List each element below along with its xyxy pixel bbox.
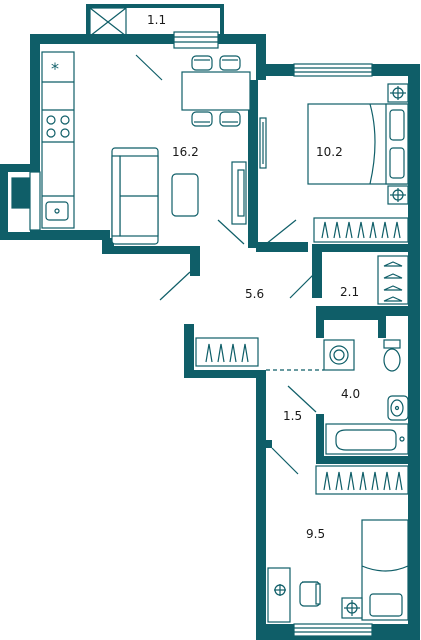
kitchen-left-window (29, 171, 41, 231)
hallway-area-label: 5.6 (245, 287, 264, 301)
bedroom-small-window (293, 623, 373, 637)
corridor: 1.5 (271, 409, 302, 475)
balcony-window (173, 31, 219, 49)
bathroom-door-swing (287, 385, 317, 413)
sofa (111, 147, 159, 245)
coffee-table (171, 173, 199, 217)
bedroom-small-area-label: 9.5 (306, 527, 325, 541)
kitchen-sink-icon (45, 201, 69, 221)
wall-tv (259, 117, 267, 169)
hanger-rack (377, 255, 409, 305)
ventilation-shaft (89, 7, 127, 37)
stove-icon (46, 115, 70, 138)
bedroom-main: 10.2 (259, 83, 409, 245)
corridor-door-swing (271, 447, 299, 475)
balcony-area-label: 1.1 (147, 13, 166, 27)
hallway-wardrobe (195, 337, 259, 367)
fridge-icon: * (51, 59, 59, 78)
bedroom-main-wardrobe (313, 217, 409, 243)
bedroom-small: 9.5 (267, 465, 409, 623)
corridor-area-label: 1.5 (283, 409, 302, 423)
bedroom-main-door-swing (265, 219, 297, 245)
kitchen-living-area-label: 16.2 (172, 145, 199, 159)
wardrobe-room: 2.1 (340, 255, 409, 305)
desk-chair (299, 581, 321, 607)
single-bed (361, 519, 409, 621)
dining-table (181, 55, 251, 127)
kitchen-living: * (41, 51, 251, 245)
bathroom-area-label: 4.0 (341, 387, 360, 401)
wardrobe-area-label: 2.1 (340, 285, 359, 299)
kitchen-door-swing (217, 219, 245, 245)
nightstand-top-icon (387, 83, 409, 103)
bathroom: 4.0 (266, 339, 409, 455)
bathtub-icon (325, 423, 409, 455)
bedroom-main-window (293, 63, 373, 77)
entrance-door-swing (159, 271, 191, 301)
tv-stand (231, 161, 247, 225)
double-bed (307, 103, 409, 185)
toilet-icon (383, 339, 401, 372)
washing-machine-icon (323, 339, 355, 371)
nightstand-bottom-icon (387, 185, 409, 205)
balcony-door-swing (135, 54, 163, 81)
nightstand-small-icon (341, 597, 363, 619)
kitchen-counter (41, 51, 75, 229)
desk (267, 567, 291, 623)
bedroom-main-area-label: 10.2 (316, 145, 343, 159)
outer-walls (0, 34, 420, 640)
hallway-door-swing (289, 271, 317, 299)
bathroom-sink-icon (387, 395, 409, 421)
hallway: 5.6 (159, 271, 317, 367)
balcony-wall-right (220, 4, 224, 36)
bedroom-small-wardrobe (315, 465, 409, 495)
balcony-wall-top (86, 4, 224, 8)
balcony-wall-left (86, 4, 90, 36)
